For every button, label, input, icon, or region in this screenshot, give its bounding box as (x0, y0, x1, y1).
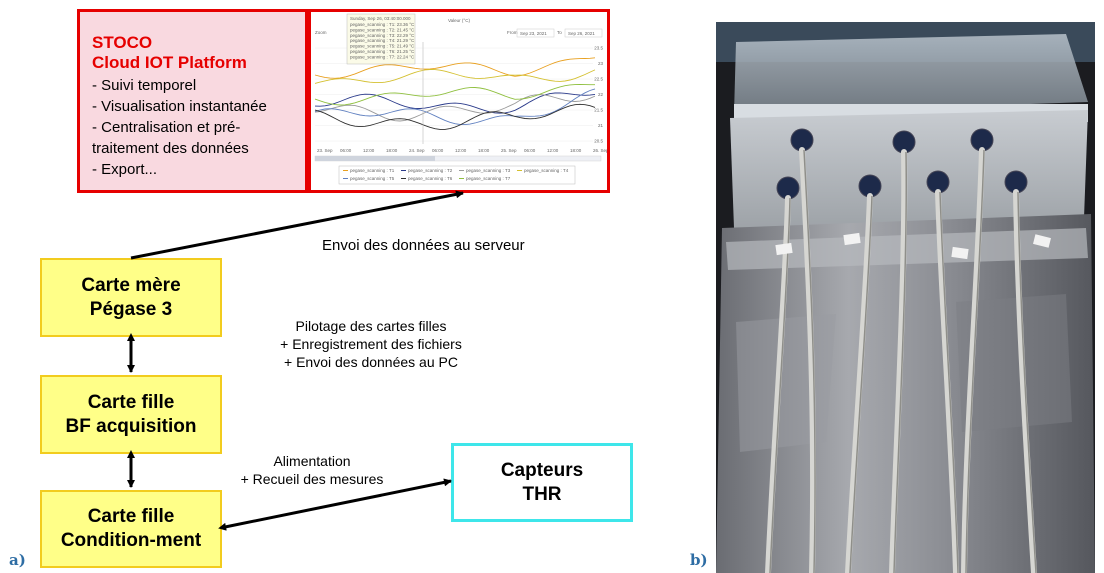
tooltip-line: pegase_scanning : T2: 21.45 °C (350, 27, 415, 32)
chart-title: Valeur (°C) (448, 18, 470, 23)
series-line (314, 69, 596, 84)
mother-board-box: Carte mère Pégase 3 (40, 258, 222, 337)
sensors-box: Capteurs THR (451, 443, 633, 522)
tooltip-line: pegase_scanning : T3: 22.29 °C (350, 33, 415, 38)
to-date-field[interactable] (564, 28, 603, 38)
series-line (314, 88, 596, 126)
x-tick-label: 24. Sep (409, 148, 425, 153)
panel-label-b: b) (690, 551, 708, 569)
to-date: Sep 26, 2021 (568, 31, 595, 36)
bf-acquisition-label-2: BF acquisition (65, 415, 197, 437)
x-tick-label: 06:00 (524, 148, 536, 153)
tooltip-header: Sunday, Sep 26, 03:40:00.000 (350, 16, 411, 21)
y-tick-label: 23.5 (594, 46, 603, 51)
zoom-label: Zoom (315, 30, 327, 35)
mother-board-label-1: Carte mère (81, 274, 181, 296)
chart-legend: pegase_scanning : T1 pegase_scanning : T2… (338, 165, 576, 185)
to-label: To (557, 30, 562, 35)
from-date: Sep 23, 2021 (520, 31, 547, 36)
tooltip-line: pegase_scanning : T4: 21.29 °C (350, 38, 415, 43)
y-tick-label: 22.5 (594, 77, 603, 82)
feature-item: - Centralisation et pré- (92, 119, 241, 136)
x-axis-ticks: 23. Sep 06:00 12:00 18:00 24. Sep 06:00 12:00 1… (317, 148, 607, 153)
power-note-2: + Recueil des mesures (240, 471, 384, 487)
mother-board-label-2: Pégase 3 (89, 298, 173, 320)
series-line (314, 92, 596, 114)
pilot-note-2: + Enregistrement des fichiers (280, 336, 462, 352)
chart-tooltip: Sunday, Sep 26, 03:40:00.000 pegase_scan… (346, 13, 416, 65)
legend-item[interactable]: pegase_scanning : T4 (524, 168, 569, 173)
legend-item[interactable]: pegase_scanning : T1 (350, 168, 395, 173)
arrow-conditioning-sensors (218, 478, 452, 531)
platform-title: Cloud IOT Platform (92, 53, 247, 72)
from-label: From (507, 30, 518, 35)
series-line (314, 84, 595, 106)
legend-item[interactable]: pegase_scanning : T2 (408, 168, 453, 173)
tooltip-line: pegase_scanning : T5: 21.49 °C (350, 44, 415, 49)
bf-acquisition-label-1: Carte fille (87, 391, 175, 413)
x-tick-label: 12:00 (363, 148, 375, 153)
power-note-1: Alimentation (273, 453, 351, 469)
connector-arrows (127, 190, 464, 531)
legend-item[interactable]: pegase_scanning : T3 (466, 168, 511, 173)
series-line (314, 94, 596, 122)
stoco-title: STOCO (92, 33, 153, 52)
legend-item[interactable]: pegase_scanning : T5 (350, 176, 395, 181)
bf-acquisition-box: Carte fille BF acquisition (40, 375, 222, 454)
conditioning-label-2: Condition-ment (60, 530, 202, 551)
feature-item: traitement des données (92, 140, 249, 157)
photo-illustration (716, 22, 1095, 573)
series-line (314, 57, 596, 79)
y-tick-label: 23 (598, 61, 604, 66)
from-date-field[interactable] (516, 28, 555, 38)
tooltip-line: pegase_scanning : T7: 22.24 °C (350, 54, 415, 59)
series-line (314, 103, 596, 130)
sensor-setup-photo (716, 22, 1095, 573)
navigator-handle[interactable] (315, 156, 435, 161)
y-tick-label: 20.5 (594, 139, 603, 144)
panel-label-a: a) (9, 551, 26, 569)
pilot-note-3: + Envoi des données au PC (284, 354, 458, 370)
series-lines (314, 57, 596, 130)
feature-item: - Export... (92, 161, 158, 178)
tooltip-line: pegase_scanning : T6: 21.25 °C (350, 49, 415, 54)
x-tick-label: 18:00 (570, 148, 582, 153)
x-tick-label: 18:00 (386, 148, 398, 153)
y-tick-label: 21.5 (594, 108, 603, 113)
feature-item: - Visualisation instantanée (92, 98, 267, 115)
x-tick-label: 06:00 (340, 148, 352, 153)
x-tick-label: 18:00 (478, 148, 490, 153)
conditioning-label-1: Carte fille (87, 506, 175, 527)
sensors-label-1: Capteurs (500, 459, 584, 481)
platform-chart-screenshot: Valeur (°C) Zoom From Sep 23, 2021 To Se… (308, 9, 610, 193)
x-tick-label: 06:00 (432, 148, 444, 153)
chart-svg: Valeur (°C) Zoom From Sep 23, 2021 To Se… (314, 13, 607, 185)
feature-item: - Suivi temporel (92, 77, 197, 94)
sensors-label-2: THR (522, 483, 562, 505)
x-tick-label: 12:00 (547, 148, 559, 153)
x-tick-label: 23. Sep (317, 148, 333, 153)
tooltip-line: pegase_scanning : T1: 23.36 °C (350, 22, 415, 27)
arrow-to-server (130, 190, 464, 260)
legend-item[interactable]: pegase_scanning : T6 (408, 176, 453, 181)
y-tick-label: 21 (598, 123, 604, 128)
legend-item[interactable]: pegase_scanning : T7 (466, 176, 511, 181)
stoco-panel: STOCO Cloud IOT Platform - Suivi tempore… (77, 9, 308, 193)
conditioning-box: Carte fille Condition-ment (40, 490, 222, 568)
x-tick-label: 25. Sep (501, 148, 517, 153)
x-tick-label: 26. Sep (593, 148, 607, 153)
y-tick-label: 22 (598, 92, 604, 97)
server-note: Envoi des données au serveur (322, 237, 525, 254)
pilot-note-1: Pilotage des cartes filles (295, 318, 447, 334)
x-tick-label: 12:00 (455, 148, 467, 153)
